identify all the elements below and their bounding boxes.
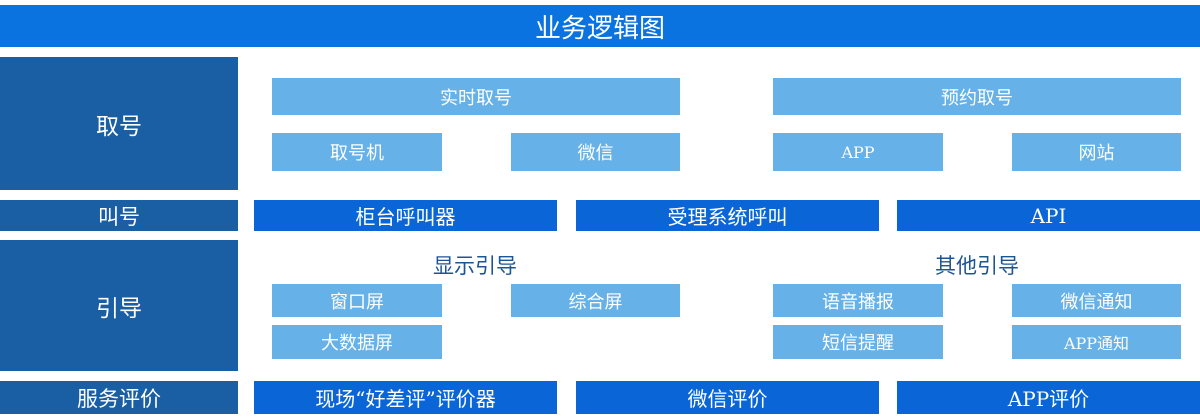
row-label-guide: 引导 bbox=[0, 240, 238, 371]
wechat-evaluation-box: 微信评价 bbox=[576, 381, 879, 414]
system-call-box: 受理系统呼叫 bbox=[576, 200, 879, 231]
sms-reminder-box: 短信提醒 bbox=[773, 325, 943, 359]
wechat-notice-box: 微信通知 bbox=[1012, 284, 1181, 317]
onsite-evaluator-box: 现场“好差评”评价器 bbox=[254, 381, 557, 414]
composite-screen-box: 综合屏 bbox=[511, 284, 680, 317]
website-take-number-box: 网站 bbox=[1012, 133, 1181, 171]
wechat-take-number-box: 微信 bbox=[511, 133, 680, 171]
app-take-number-box: APP bbox=[773, 133, 943, 171]
big-data-screen-box: 大数据屏 bbox=[272, 325, 442, 359]
row-label-call-number: 叫号 bbox=[0, 200, 238, 231]
display-guide-heading: 显示引导 bbox=[433, 254, 517, 278]
row-label-take-number: 取号 bbox=[0, 57, 238, 190]
voice-broadcast-box: 语音播报 bbox=[773, 284, 943, 317]
api-call-box: API bbox=[897, 200, 1200, 231]
window-screen-box: 窗口屏 bbox=[272, 284, 442, 317]
app-evaluation-box: APP评价 bbox=[897, 381, 1200, 414]
app-notice-box: APP通知 bbox=[1012, 325, 1181, 359]
take-number-machine-box: 取号机 bbox=[272, 133, 442, 171]
counter-caller-box: 柜台呼叫器 bbox=[254, 200, 557, 231]
appointment-take-number-box: 预约取号 bbox=[773, 78, 1181, 115]
realtime-take-number-box: 实时取号 bbox=[272, 78, 680, 115]
diagram-title: 业务逻辑图 bbox=[0, 5, 1200, 47]
other-guide-heading: 其他引导 bbox=[935, 254, 1019, 278]
row-label-service-evaluation: 服务评价 bbox=[0, 381, 238, 414]
